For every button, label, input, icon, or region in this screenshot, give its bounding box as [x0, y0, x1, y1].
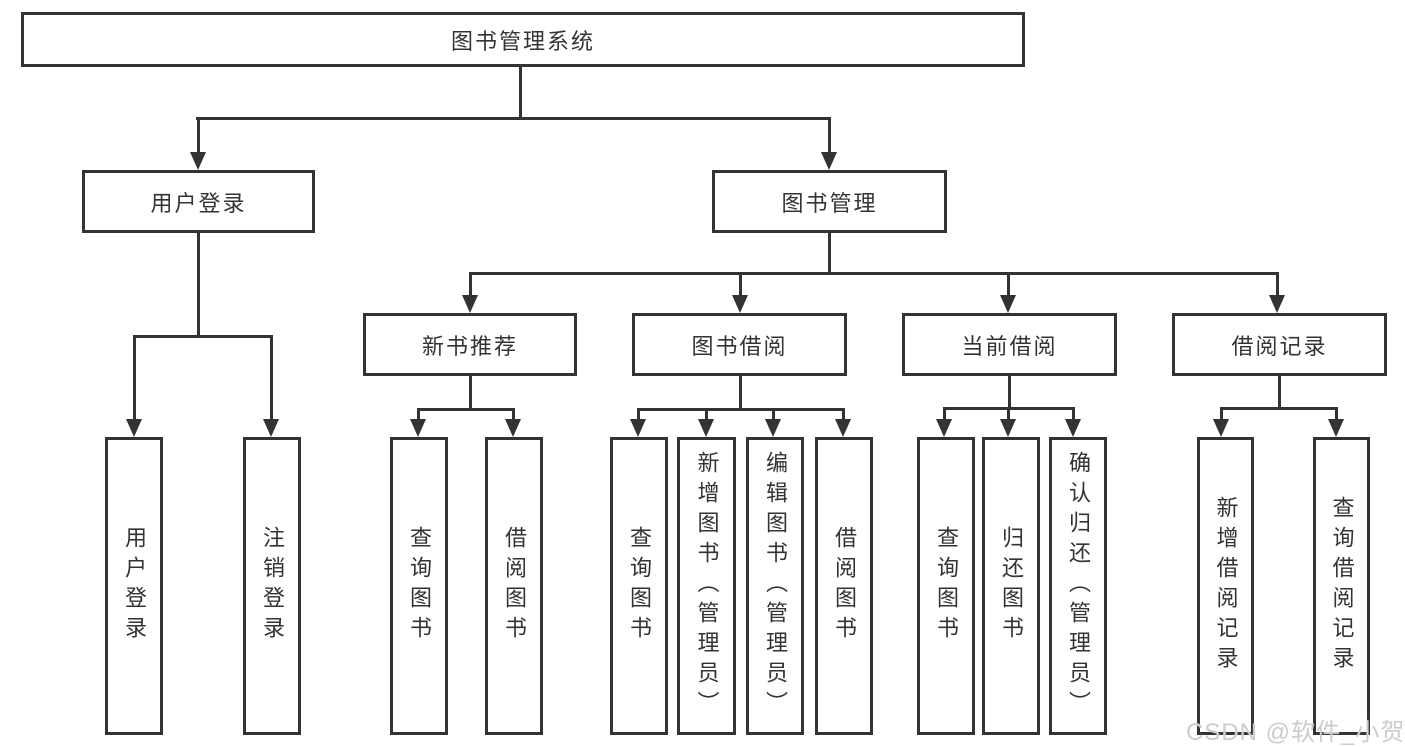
node-book-borrowing: 图书借阅 — [632, 313, 847, 376]
connector-line — [469, 376, 472, 408]
node-label: 查询借阅记录 — [1329, 496, 1355, 676]
connector-line — [133, 335, 273, 338]
connector-line — [1220, 407, 1223, 419]
leaf-add-books-admin: 新增图书（管理员） — [677, 437, 736, 735]
node-label: 用户登录 — [122, 526, 147, 646]
arrowhead-icon — [462, 295, 478, 313]
arrowhead-icon — [1065, 419, 1081, 437]
node-label: 当前借阅 — [961, 333, 1058, 359]
leaf-user-login: 用户登录 — [105, 437, 163, 735]
connector-line — [772, 408, 775, 419]
arrowhead-icon — [1000, 419, 1016, 437]
arrowhead-icon — [1000, 295, 1016, 313]
node-label: 查询图书 — [627, 526, 652, 646]
connector-line — [1220, 407, 1338, 410]
connector-line — [512, 408, 515, 419]
connector-line — [842, 408, 845, 419]
leaf-edit-books-admin: 编辑图书（管理员） — [746, 437, 804, 735]
node-label: 查询图书 — [934, 526, 959, 646]
leaf-query-books-borrowing: 查询图书 — [610, 437, 668, 735]
node-label: 图书管理系统 — [450, 28, 595, 54]
connector-line — [519, 67, 522, 117]
leaf-query-books-recommend: 查询图书 — [390, 437, 448, 735]
connector-line — [469, 272, 1279, 275]
arrowhead-icon — [410, 419, 426, 437]
connector-line — [133, 335, 136, 419]
leaf-add-borrow-record: 新增借阅记录 — [1197, 437, 1254, 735]
arrowhead-icon — [765, 419, 781, 437]
leaf-query-borrow-record: 查询借阅记录 — [1313, 437, 1370, 735]
connector-line — [1008, 376, 1011, 407]
arrowhead-icon — [263, 419, 279, 437]
arrowhead-icon — [630, 419, 646, 437]
connector-line — [1007, 272, 1010, 295]
node-label: 借阅图书 — [502, 526, 527, 646]
arrowhead-icon — [1328, 419, 1344, 437]
node-label: 注销登录 — [260, 526, 285, 646]
connector-line — [1007, 407, 1010, 419]
arrowhead-icon — [821, 152, 837, 170]
connector-line — [943, 407, 946, 419]
node-user-login: 用户登录 — [82, 170, 315, 233]
connector-line — [637, 408, 845, 411]
leaf-return-books: 归还图书 — [982, 437, 1040, 735]
connector-line — [1278, 376, 1281, 407]
arrowhead-icon — [698, 419, 714, 437]
connector-line — [469, 272, 472, 295]
connector-line — [705, 408, 708, 419]
node-label: 确认归还（管理员） — [1066, 451, 1091, 721]
connector-line — [1072, 407, 1075, 419]
arrowhead-icon — [190, 152, 206, 170]
node-label: 用户登录 — [150, 190, 247, 216]
connector-line — [270, 335, 273, 419]
node-borrowing-records: 借阅记录 — [1172, 313, 1387, 376]
arrowhead-icon — [732, 295, 748, 313]
connector-line — [1335, 407, 1338, 419]
csdn-watermark: CSDN @软件_小贺同学 — [1186, 719, 1405, 746]
leaf-logout: 注销登录 — [243, 437, 301, 735]
node-label: 借阅记录 — [1231, 333, 1328, 359]
arrowhead-icon — [1213, 419, 1229, 437]
node-label: 编辑图书（管理员） — [763, 451, 788, 721]
connector-line — [739, 272, 742, 295]
connector-line — [417, 408, 420, 419]
node-label: 图书借阅 — [691, 333, 788, 359]
connector-line — [637, 408, 640, 419]
node-new-book-recommend: 新书推荐 — [363, 313, 577, 376]
node-current-borrowing: 当前借阅 — [902, 313, 1117, 376]
arrowhead-icon — [1269, 295, 1285, 313]
node-label: 图书管理 — [781, 190, 878, 216]
connector-line — [197, 233, 200, 335]
connector-line — [828, 117, 831, 152]
connector-line — [197, 117, 200, 152]
arrowhead-icon — [835, 419, 851, 437]
node-label: 新书推荐 — [421, 333, 518, 359]
leaf-confirm-return-admin: 确认归还（管理员） — [1049, 437, 1107, 735]
leaf-borrow-books-borrowing: 借阅图书 — [815, 437, 873, 735]
node-label: 新增图书（管理员） — [694, 451, 720, 721]
node-library-management-system: 图书管理系统 — [21, 12, 1025, 67]
node-label: 归还图书 — [999, 526, 1024, 646]
arrowhead-icon — [936, 419, 952, 437]
leaf-borrow-books-recommend: 借阅图书 — [485, 437, 543, 735]
connector-line — [417, 408, 515, 411]
connector-line — [828, 233, 831, 272]
connector-line — [196, 117, 831, 120]
connector-line — [739, 376, 742, 408]
node-label: 新增借阅记录 — [1213, 496, 1239, 676]
leaf-query-books-current: 查询图书 — [917, 437, 975, 735]
node-label: 查询图书 — [407, 526, 432, 646]
arrowhead-icon — [126, 419, 142, 437]
arrowhead-icon — [505, 419, 521, 437]
node-label: 借阅图书 — [832, 526, 857, 646]
node-book-management: 图书管理 — [712, 170, 947, 233]
connector-line — [1276, 272, 1279, 295]
